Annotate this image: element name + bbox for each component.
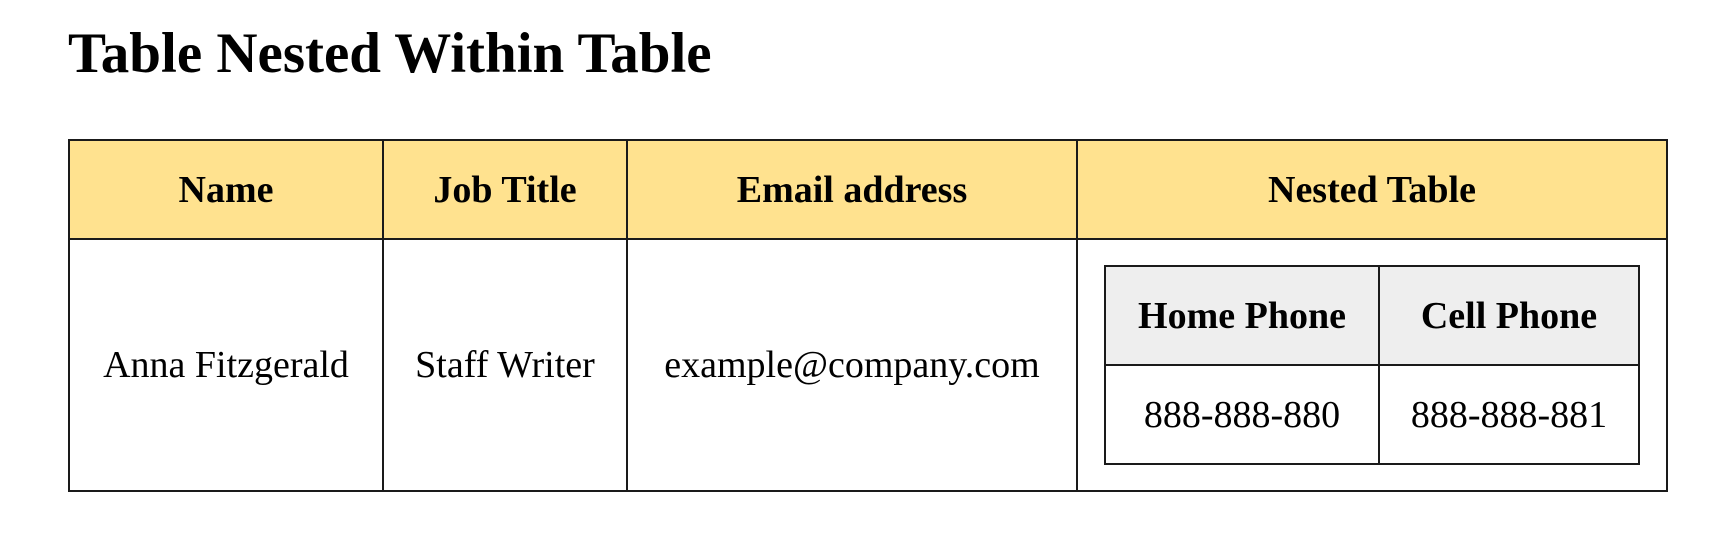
- nested-cell-cell-phone: 888-888-881: [1378, 364, 1640, 465]
- cell-job-title: Staff Writer: [382, 238, 628, 492]
- nested-header-cell-phone: Cell Phone: [1378, 265, 1640, 366]
- cell-email: example@company.com: [626, 238, 1078, 492]
- cell-name: Anna Fitzgerald: [68, 238, 384, 492]
- table-row: Anna Fitzgerald Staff Writer example@com…: [68, 238, 1668, 492]
- outer-header-row: Name Job Title Email address Nested Tabl…: [68, 139, 1668, 240]
- header-job-title: Job Title: [382, 139, 628, 240]
- outer-table: Name Job Title Email address Nested Tabl…: [68, 139, 1668, 492]
- nested-header-home-phone: Home Phone: [1104, 265, 1380, 366]
- header-nested-table: Nested Table: [1076, 139, 1668, 240]
- nested-table-row: 888-888-880 888-888-881: [1104, 364, 1640, 465]
- header-name: Name: [68, 139, 384, 240]
- nested-table: Home Phone Cell Phone 888-888-880 888-88…: [1104, 265, 1640, 465]
- cell-nested-table: Home Phone Cell Phone 888-888-880 888-88…: [1076, 238, 1668, 492]
- nested-cell-home-phone: 888-888-880: [1104, 364, 1380, 465]
- nested-header-row: Home Phone Cell Phone: [1104, 265, 1640, 366]
- page-title: Table Nested Within Table: [68, 22, 712, 85]
- header-email-address: Email address: [626, 139, 1078, 240]
